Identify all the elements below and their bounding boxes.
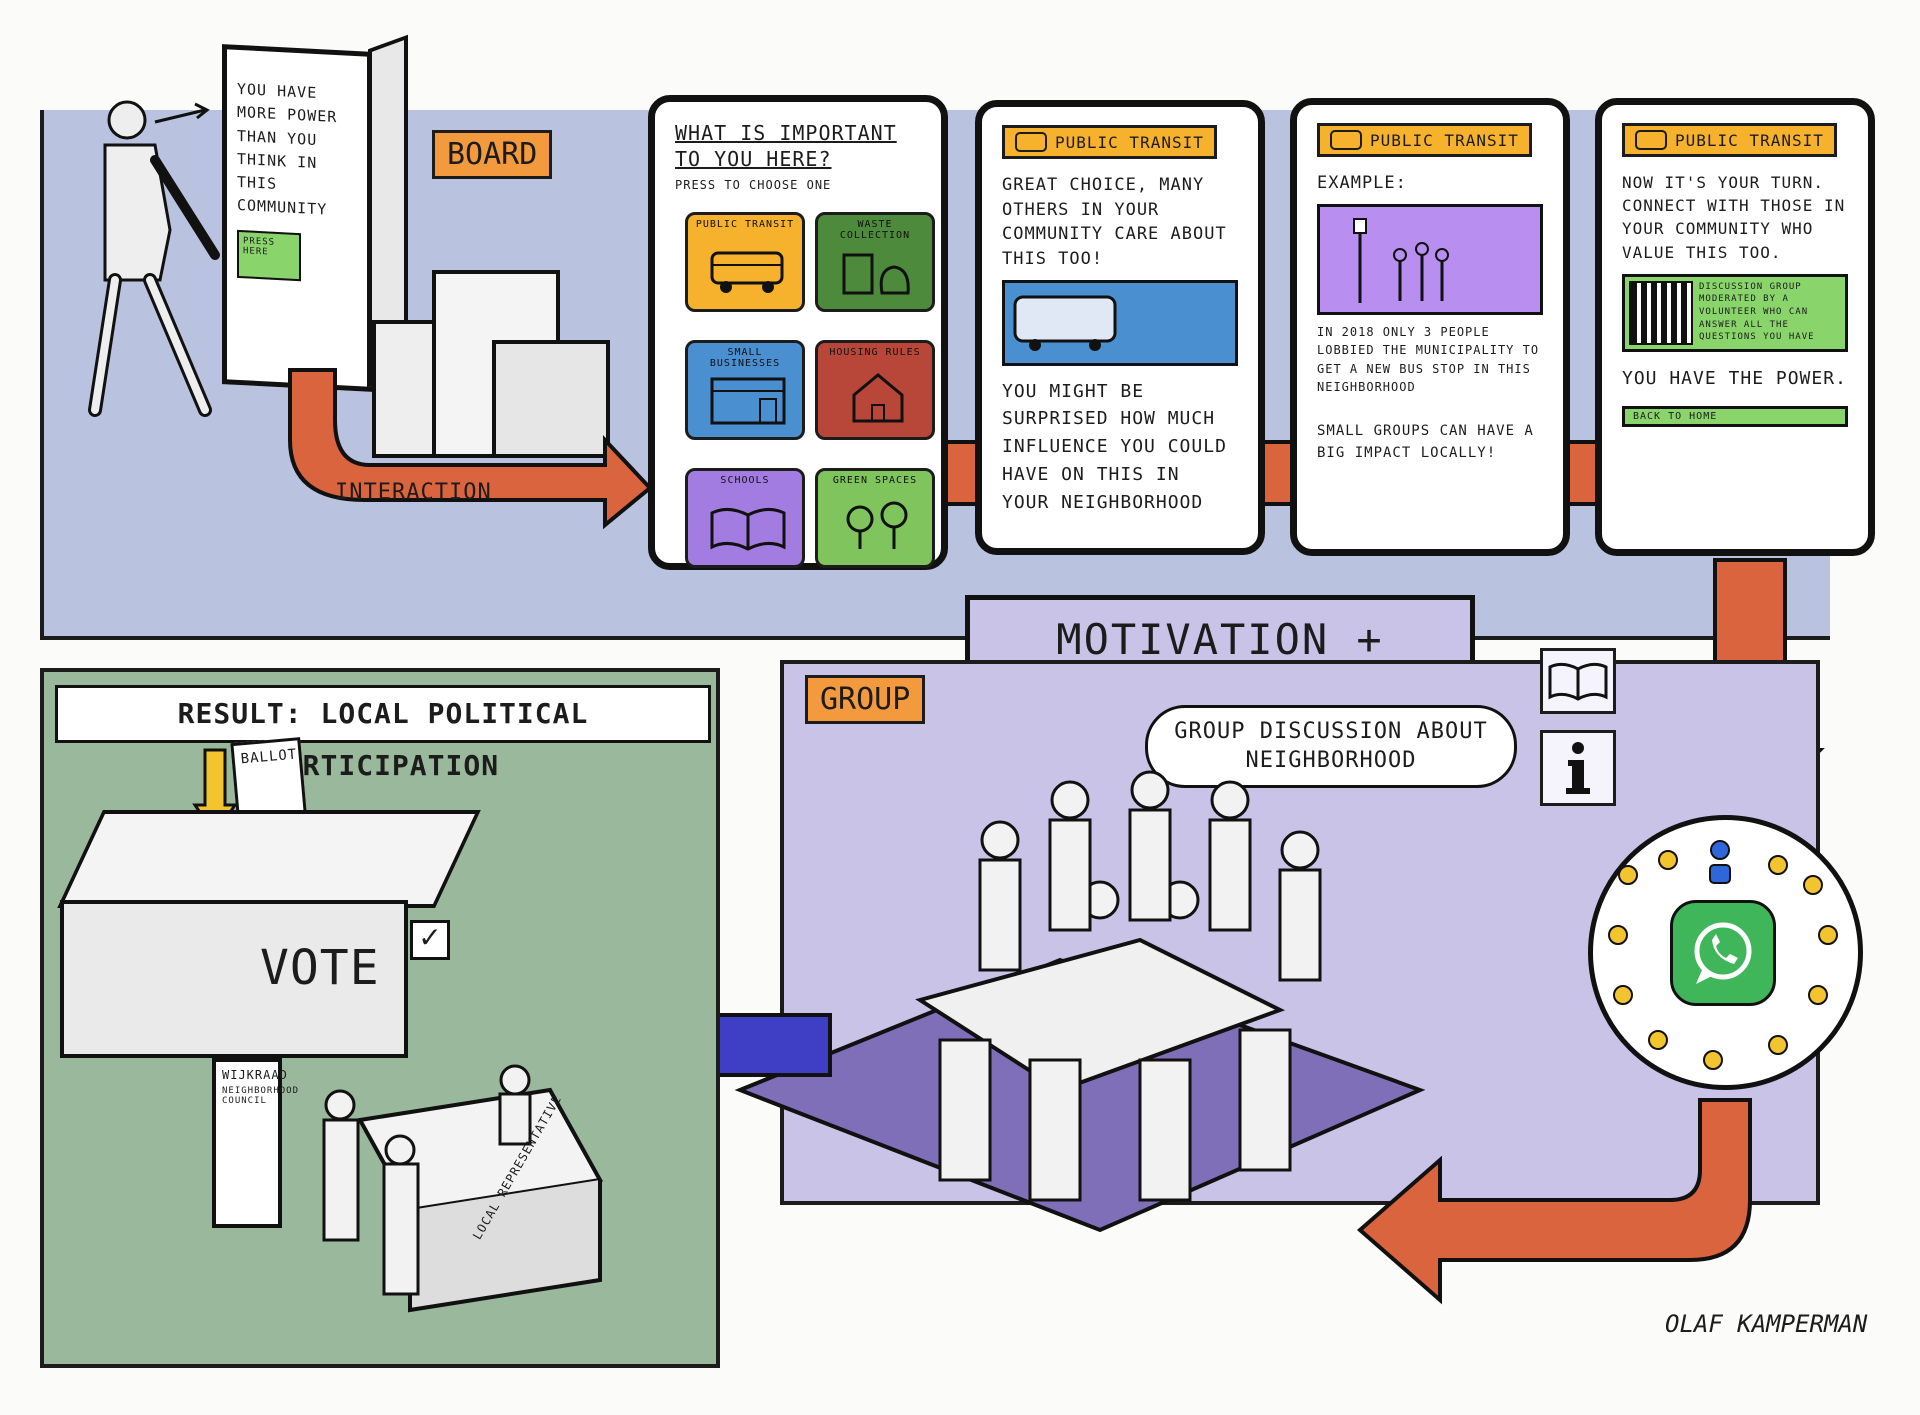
council-title: WIJKRAAD <box>222 1068 288 1082</box>
phone-bubble-icon <box>1694 922 1752 984</box>
shop-icon <box>710 377 786 425</box>
group-tag: GROUP <box>805 675 926 724</box>
bus-icon <box>1330 130 1362 150</box>
bus-icon <box>710 251 784 293</box>
screen4-text1: NOW IT'S YOUR TURN. CONNECT WITH THOSE I… <box>1622 173 1846 262</box>
screen-your-turn: PUBLIC TRANSIT NOW IT'S YOUR TURN. CONNE… <box>1595 98 1875 556</box>
book-sign <box>1540 648 1616 714</box>
bus-stop-people-icon <box>1353 217 1449 303</box>
category-label: HOUSING RULES <box>829 347 921 358</box>
info-icon <box>1566 742 1590 794</box>
tree-icon <box>846 501 908 549</box>
screen2-text1: GREAT CHOICE, MANY OTHERS IN YOUR COMMUN… <box>1002 175 1227 269</box>
checkbox-icon: ✓ <box>410 920 450 960</box>
screen3-heading: EXAMPLE: <box>1317 173 1407 193</box>
discussion-group-card[interactable]: DISCUSSION GROUP MODERATED BY A VOLUNTEE… <box>1622 273 1848 352</box>
bus-icon <box>1635 130 1667 150</box>
screen-example: PUBLIC TRANSIT EXAMPLE: IN 2018 ONLY 3 P… <box>1290 98 1570 556</box>
public-transit-tag: PUBLIC TRANSIT <box>1002 125 1217 159</box>
category-label: GREEN SPACES <box>832 475 918 486</box>
category-label: PUBLIC TRANSIT <box>695 219 795 230</box>
board-tag: BOARD <box>432 130 553 179</box>
house-icon <box>852 373 904 423</box>
tag-label: PUBLIC TRANSIT <box>1370 130 1519 150</box>
council-sign: WIJKRAAD NEIGHBORHOOD COUNCIL <box>212 1058 300 1228</box>
screen4-text2: YOU HAVE THE POWER. <box>1622 367 1847 389</box>
tag-label: PUBLIC TRANSIT <box>1675 130 1824 150</box>
category-schools[interactable]: SCHOOLS <box>685 468 805 568</box>
bus-icon <box>1015 132 1047 152</box>
community-members <box>1608 840 1838 1070</box>
category-housing-rules[interactable]: HOUSING RULES <box>815 340 935 440</box>
screen1-subtitle: PRESS TO CHOOSE ONE <box>675 178 832 192</box>
qr-code-icon <box>1629 280 1693 345</box>
result-banner: RESULT: LOCAL POLITICAL PARTICIPATION <box>55 685 711 782</box>
return-arrow <box>1356 1098 1752 1305</box>
public-transit-tag: PUBLIC TRANSIT <box>1317 123 1532 157</box>
artist-signature: OLAF KAMPERMAN <box>1665 1310 1868 1338</box>
screen-great-choice: PUBLIC TRANSIT GREAT CHOICE, MANY OTHERS… <box>975 100 1265 555</box>
back-to-home-button[interactable]: BACK TO HOME <box>1622 405 1848 427</box>
trash-bin-icon <box>842 253 910 295</box>
tag-label: PUBLIC TRANSIT <box>1055 132 1204 152</box>
council-subtitle: NEIGHBORHOOD COUNCIL <box>222 1086 300 1106</box>
screen3-text1: IN 2018 ONLY 3 PEOPLE LOBBIED THE MUNICI… <box>1317 324 1540 395</box>
council-meeting-illustration <box>322 1064 604 1313</box>
interaction-arrow <box>288 368 653 530</box>
book-icon <box>1548 662 1608 701</box>
bus-illustration <box>1002 279 1238 366</box>
ballot-box: VOTE ✓ <box>57 810 481 1058</box>
bus-icon <box>1013 295 1117 351</box>
stairs <box>372 240 610 458</box>
group-speech-bubble: GROUP DISCUSSION ABOUT NEIGHBORHOOD <box>1145 705 1517 789</box>
category-waste-collection[interactable]: WASTE COLLECTION <box>815 212 935 312</box>
category-small-businesses[interactable]: SMALL BUSINESSES <box>685 340 805 440</box>
screen1-title: WHAT IS IMPORTANT TO YOU HERE? <box>675 121 897 171</box>
screen-choose-topic: WHAT IS IMPORTANT TO YOU HERE? PRESS TO … <box>648 95 948 570</box>
public-transit-tag: PUBLIC TRANSIT <box>1622 123 1837 157</box>
book-icon <box>710 508 786 551</box>
group-table-illustration <box>734 770 1426 1233</box>
category-green-spaces[interactable]: GREEN SPACES <box>815 468 935 568</box>
walking-person <box>88 100 220 417</box>
category-public-transit[interactable]: PUBLIC TRANSIT <box>685 212 805 312</box>
bus-stop-illustration <box>1317 203 1543 315</box>
whatsapp-icon[interactable] <box>1670 900 1776 1006</box>
group-info-text: DISCUSSION GROUP MODERATED BY A VOLUNTEE… <box>1699 281 1815 343</box>
category-label: WASTE COLLECTION <box>839 219 911 241</box>
category-label: SMALL BUSINESSES <box>709 347 781 369</box>
screen3-text2: SMALL GROUPS CAN HAVE A BIG IMPACT LOCAL… <box>1317 423 1534 461</box>
screen2-text2: YOU MIGHT BE SURPRISED HOW MUCH INFLUENC… <box>1002 380 1227 514</box>
ballot-label: BALLOT <box>240 746 298 768</box>
interaction-label: INTERACTION <box>335 480 492 505</box>
info-sign <box>1540 730 1616 806</box>
vote-label: VOTE <box>260 940 380 996</box>
category-label: SCHOOLS <box>720 475 770 486</box>
